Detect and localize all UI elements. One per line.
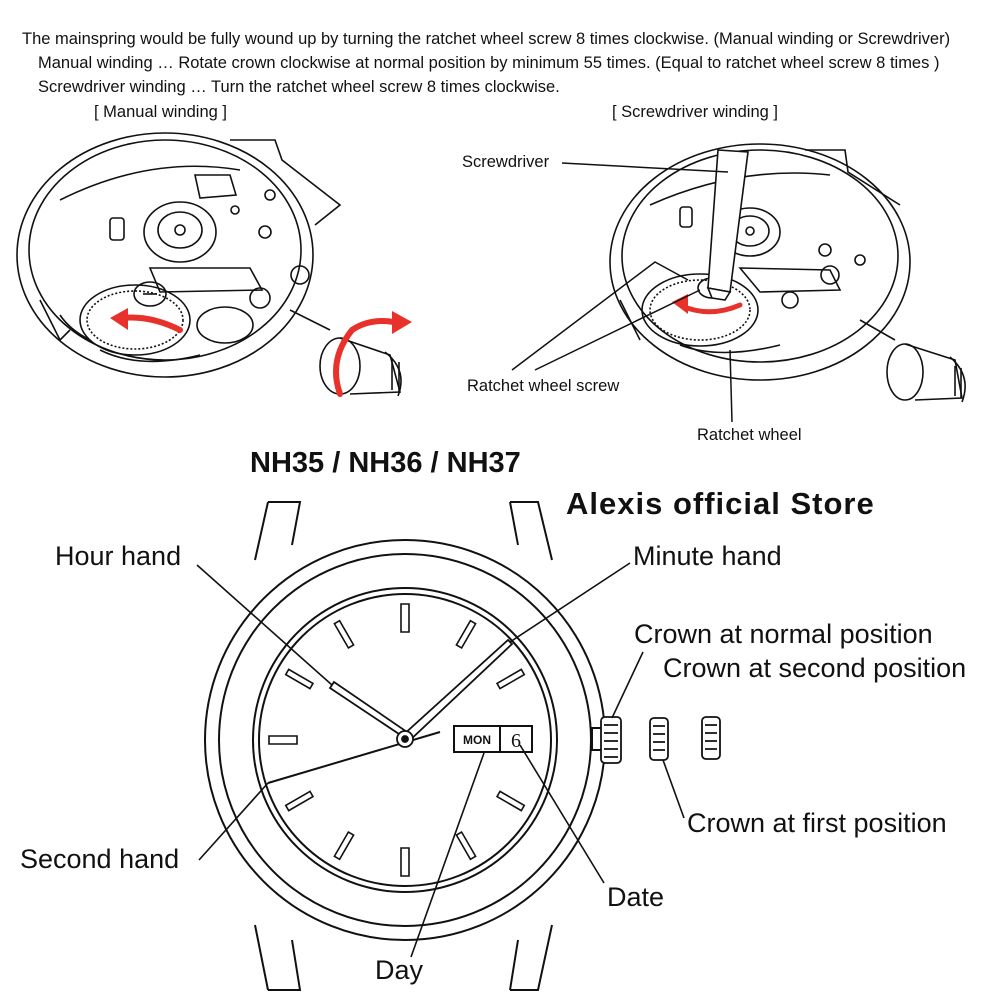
arrow-head-ratchet xyxy=(110,308,128,330)
crown-first-position xyxy=(649,717,669,761)
intro-line-1: The mainspring would be fully wound up b… xyxy=(22,30,951,48)
hour-marker xyxy=(333,619,355,650)
screwdriver-winding-title: [ Screwdriver winding ] xyxy=(612,103,778,121)
hour-markers xyxy=(268,603,526,877)
label-crown-first: Crown at first position xyxy=(687,808,947,838)
second-hand xyxy=(267,731,441,784)
crown-normal-position xyxy=(600,716,622,764)
hour-hand xyxy=(328,680,412,740)
label-day: Day xyxy=(375,955,424,985)
ratchet-wheel-left xyxy=(79,284,191,356)
crown-second-position xyxy=(701,716,721,760)
watch-leader-lines xyxy=(196,562,685,958)
hour-marker xyxy=(455,830,477,861)
store-name: Alexis official Store xyxy=(566,486,875,521)
movement-leader-lines xyxy=(511,162,733,423)
label-crown-second: Crown at second position xyxy=(663,653,967,683)
crown-screwdriver xyxy=(886,343,924,401)
label-minute-hand: Minute hand xyxy=(633,541,782,571)
movement-manual-illustration xyxy=(16,132,402,397)
arrow-head-screwdriver xyxy=(672,294,688,314)
hour-marker xyxy=(284,790,315,812)
hour-marker xyxy=(400,603,410,633)
label-ratchet-wheel: Ratchet wheel xyxy=(697,426,802,444)
date-window-text: 6 xyxy=(511,730,521,752)
label-crown-normal: Crown at normal position xyxy=(634,619,933,649)
label-ratchet-wheel-screw: Ratchet wheel screw xyxy=(467,377,620,395)
label-second-hand: Second hand xyxy=(20,844,180,874)
hour-marker xyxy=(333,830,355,861)
label-screwdriver: Screwdriver xyxy=(462,153,550,171)
arrow-head-crown xyxy=(392,311,412,334)
model-title: NH35 / NH36 / NH37 xyxy=(250,447,521,479)
manual-winding-arrows xyxy=(119,314,397,397)
manual-winding-title: [ Manual winding ] xyxy=(94,103,227,121)
day-window-text: MON xyxy=(463,733,491,747)
day-date-window: MON 6 xyxy=(453,725,533,753)
ratchet-wheel-right xyxy=(641,273,759,347)
label-hour-hand: Hour hand xyxy=(55,541,182,571)
movement-screwdriver-illustration xyxy=(609,143,966,403)
label-date: Date xyxy=(607,882,665,912)
hour-marker xyxy=(268,735,298,745)
intro-line-3: Screwdriver winding … Turn the ratchet w… xyxy=(38,78,560,96)
hour-marker xyxy=(455,619,477,650)
hour-marker xyxy=(400,847,410,877)
hour-marker xyxy=(495,790,526,812)
screwdriver-winding-arrow xyxy=(679,302,743,315)
watch-hands xyxy=(267,638,514,784)
screwdriver-tool xyxy=(706,149,749,301)
hour-marker xyxy=(284,668,315,690)
hour-marker xyxy=(495,668,526,690)
intro-line-2: Manual winding … Rotate crown clockwise … xyxy=(38,54,940,72)
